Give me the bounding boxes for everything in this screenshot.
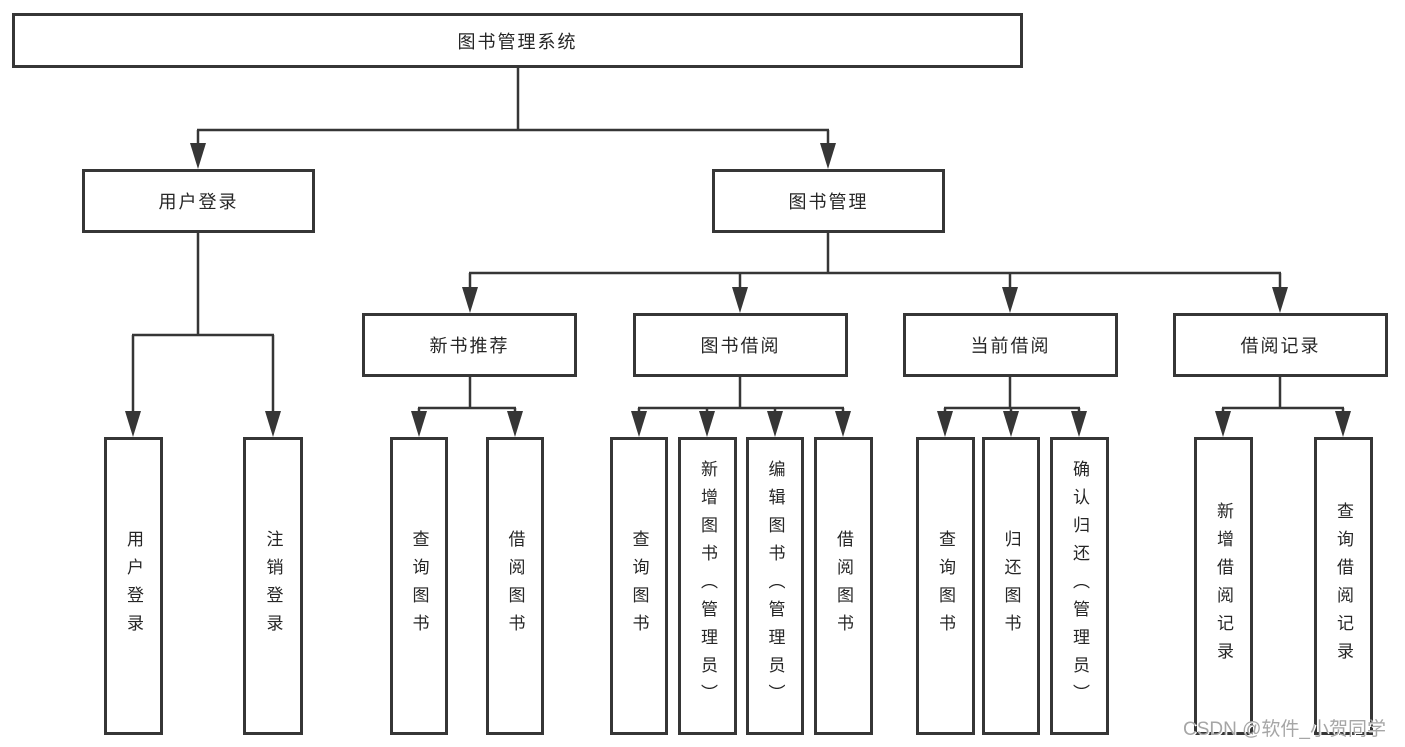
node-user-login: 用户登录 (82, 169, 315, 233)
leaf-return-books-label: 归还图书 (1001, 530, 1021, 642)
leaf-borrow-books-recommend-label: 借阅图书 (505, 530, 525, 642)
arrowheads (125, 143, 1351, 437)
leaf-user-login: 用户登录 (104, 437, 163, 735)
node-new-book-recommendation: 新书推荐 (362, 313, 577, 377)
leaf-query-borrow-record-label: 查询借阅记录 (1334, 502, 1353, 670)
leaf-confirm-return-admin: 确认归还（管理员） (1050, 437, 1109, 735)
node-book-management: 图书管理 (712, 169, 945, 233)
leaf-borrow-books-label: 借阅图书 (834, 530, 853, 642)
leaf-query-borrow-record: 查询借阅记录 (1314, 437, 1373, 735)
leaf-return-books: 归还图书 (982, 437, 1040, 735)
leaf-confirm-return-admin-label: 确认归还（管理员） (1070, 460, 1089, 712)
leaf-borrow-books-recommend: 借阅图书 (486, 437, 544, 735)
leaf-logout: 注销登录 (243, 437, 303, 735)
leaf-query-books-recommend: 查询图书 (390, 437, 448, 735)
leaf-edit-books-admin: 编辑图书（管理员） (746, 437, 804, 735)
leaf-add-borrow-record-label: 新增借阅记录 (1214, 502, 1233, 670)
leaf-query-books-recommend-label: 查询图书 (409, 530, 429, 642)
leaf-query-books-current: 查询图书 (916, 437, 975, 735)
csdn-watermark: CSDN @软件_小贺同学 (1183, 719, 1386, 740)
node-book-borrowing: 图书借阅 (633, 313, 848, 377)
leaf-add-borrow-record: 新增借阅记录 (1194, 437, 1253, 735)
leaf-edit-books-admin-label: 编辑图书（管理员） (765, 460, 785, 712)
leaf-query-books-borrow-label: 查询图书 (629, 530, 649, 642)
leaf-logout-label: 注销登录 (263, 530, 283, 642)
node-library-management-system: 图书管理系统 (12, 13, 1023, 68)
leaf-query-books-current-label: 查询图书 (936, 530, 955, 642)
leaf-user-login-label: 用户登录 (124, 530, 143, 642)
node-current-borrowing: 当前借阅 (903, 313, 1118, 377)
leaf-add-books-admin: 新增图书（管理员） (678, 437, 737, 735)
leaf-query-books-borrow: 查询图书 (610, 437, 668, 735)
leaf-add-books-admin-label: 新增图书（管理员） (698, 460, 717, 712)
leaf-borrow-books: 借阅图书 (814, 437, 873, 735)
node-borrowing-records: 借阅记录 (1173, 313, 1388, 377)
